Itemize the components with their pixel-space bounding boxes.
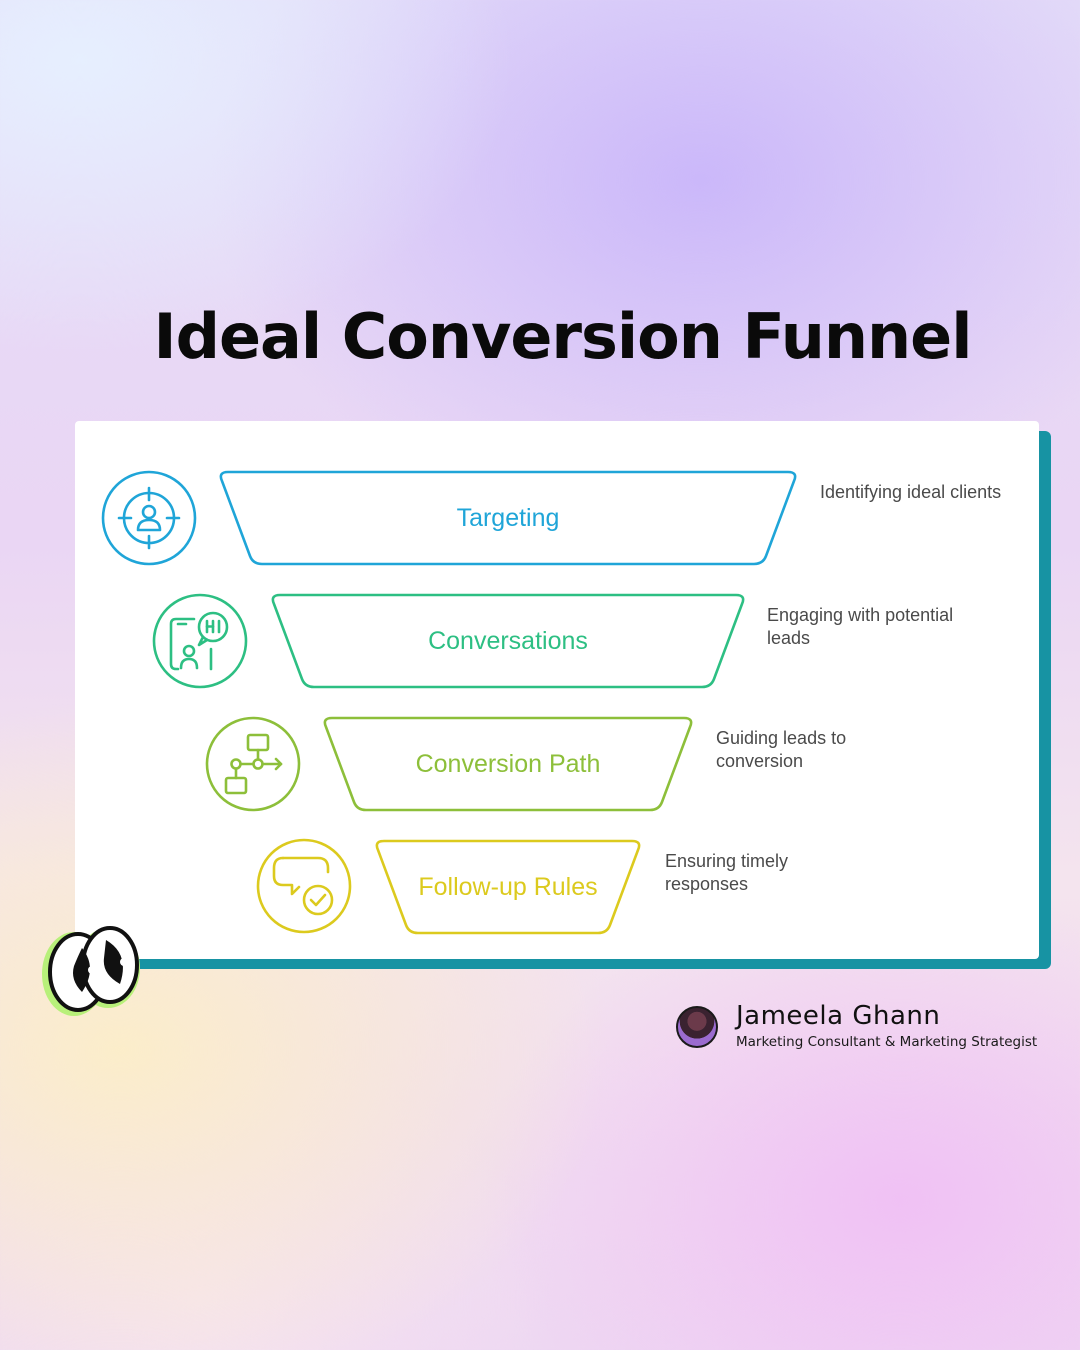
author-name: Jameela Ghann <box>736 1001 941 1031</box>
flowchart-icon <box>205 716 301 812</box>
page-title: Ideal Conversion Funnel <box>153 300 973 373</box>
stage-desc-follow-up-rules: Ensuring timely responses <box>665 851 789 894</box>
phone-chat-hi-icon <box>152 593 248 689</box>
stage-label-conversations: Conversations <box>428 627 588 655</box>
funnel-segment-targeting <box>219 470 797 566</box>
funnel-segment-conversations <box>271 593 745 689</box>
stage-desc-targeting: Identifying ideal clients <box>820 482 1002 502</box>
stage-conversion-path <box>205 716 693 812</box>
funnel-card <box>75 421 1039 959</box>
target-person-icon <box>101 470 197 566</box>
author-role: Marketing Consultant & Marketing Strateg… <box>736 1034 1038 1050</box>
stage-label-follow-up-rules: Follow-up Rules <box>418 873 598 901</box>
stage-conversations <box>152 593 745 689</box>
googly-eyes-sticker <box>42 926 140 1016</box>
stage-follow-up-rules <box>256 838 641 935</box>
chat-check-icon <box>256 838 352 934</box>
funnel-segment-follow-up-rules <box>375 839 641 935</box>
stage-label-conversion-path: Conversion Path <box>415 750 601 778</box>
stage-desc-conversations: Engaging with potential leads <box>767 605 954 648</box>
stage-targeting <box>101 470 797 566</box>
stage-desc-conversion-path: Guiding leads to conversion <box>716 728 847 771</box>
funnel-segment-conversion-path <box>323 716 693 812</box>
avatar <box>676 1006 718 1048</box>
stage-label-targeting: Targeting <box>456 504 560 532</box>
